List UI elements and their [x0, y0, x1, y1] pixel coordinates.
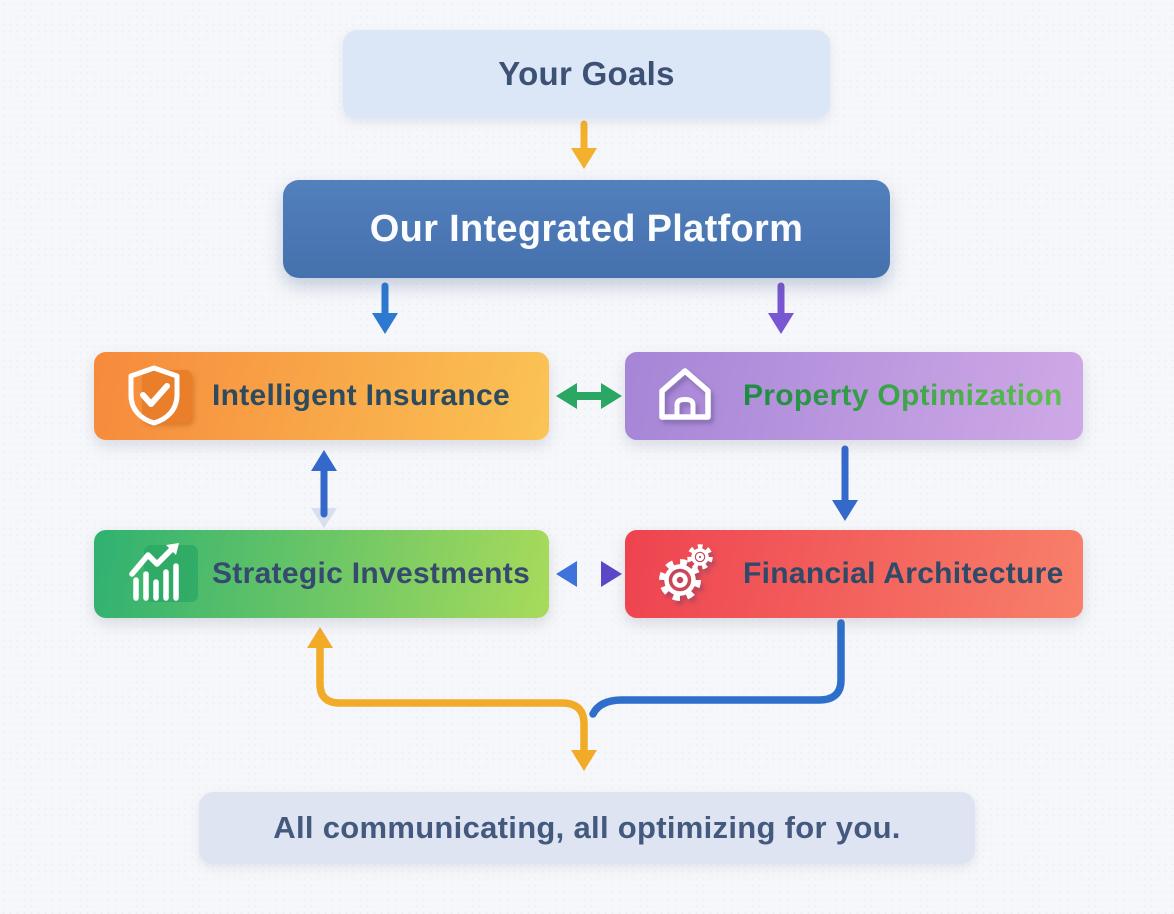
node-integrated-platform: Our Integrated Platform — [283, 180, 890, 278]
shield-check-icon — [122, 362, 192, 430]
node-property-optimization: Property Optimization — [625, 352, 1083, 440]
arrow-property-to-financial — [832, 445, 858, 521]
footer-tagline-label: All communicating, all optimizing for yo… — [273, 810, 901, 845]
node-integrated-platform-label: Our Integrated Platform — [369, 207, 804, 250]
arrow-investments-to-insurance — [311, 450, 337, 528]
gears-icon — [653, 540, 721, 608]
arrow-platform-to-insurance — [372, 282, 398, 334]
node-strategic-investments: Strategic Investments — [94, 530, 549, 618]
node-financial-architecture: Financial Architecture — [625, 530, 1083, 618]
node-your-goals: Your Goals — [343, 30, 830, 118]
arrow-investments-financial-double — [556, 561, 622, 587]
node-strategic-investments-label: Strategic Investments — [212, 557, 531, 590]
connector-junction-loop-yellow — [307, 627, 597, 771]
arrow-insurance-property-double — [556, 383, 622, 409]
bar-chart-icon — [122, 540, 198, 608]
house-icon — [653, 362, 721, 430]
node-property-optimization-label: Property Optimization — [743, 379, 1063, 412]
icon-backing-tile — [144, 545, 198, 602]
arrow-goals-to-platform — [571, 120, 597, 169]
footer-tagline-bar: All communicating, all optimizing for yo… — [199, 792, 975, 864]
connector-financial-to-junction — [589, 619, 845, 718]
node-intelligent-insurance: Intelligent Insurance — [94, 352, 549, 440]
arrow-platform-to-property — [768, 282, 794, 334]
node-intelligent-insurance-label: Intelligent Insurance — [212, 379, 511, 412]
node-your-goals-label: Your Goals — [498, 55, 675, 92]
node-financial-architecture-label: Financial Architecture — [743, 557, 1064, 590]
